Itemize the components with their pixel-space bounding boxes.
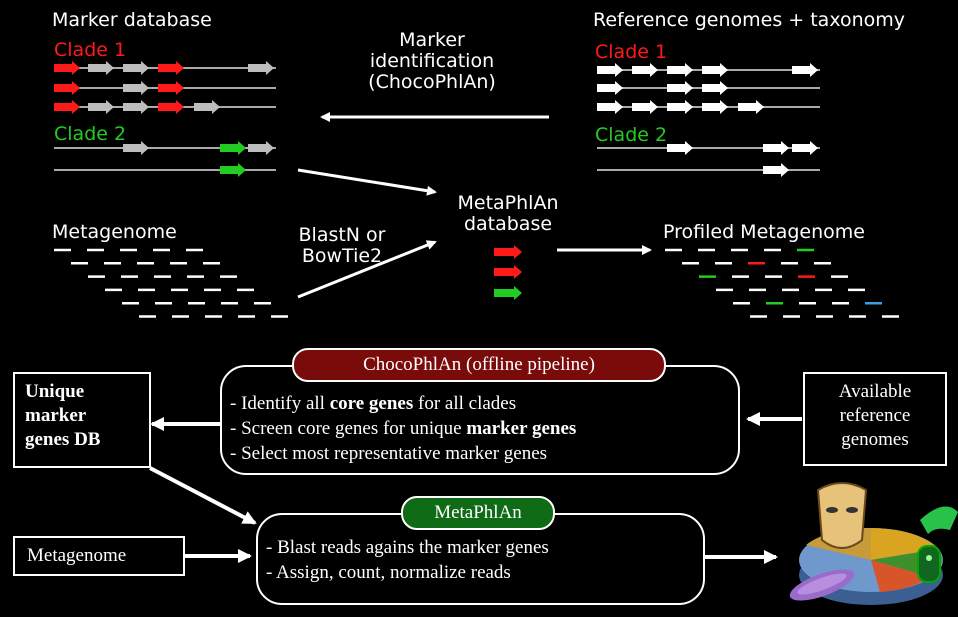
db-gene-green (494, 286, 522, 300)
marker-gene-gray (88, 61, 114, 75)
metaphlan-step-2: - Assign, count, normalize reads (266, 562, 511, 583)
choco-step-2: - Screen core genes for unique marker ge… (230, 418, 577, 439)
reference-gene (597, 63, 623, 77)
unique-marker-genes-box: Unique marker genes DB (13, 372, 151, 468)
marker-gene-gray (123, 100, 149, 114)
marker-gene-red (158, 81, 184, 95)
db-gene-red (494, 245, 522, 259)
reference-gene (597, 100, 623, 114)
reference-gene (763, 163, 789, 177)
arrow-markers-to-metaphlan-db (297, 168, 437, 196)
marker-gene-green (220, 163, 246, 177)
metaphlan-step-1: - Blast reads agains the marker genes (266, 537, 549, 558)
arrow-unique-to-metaphlan (149, 466, 257, 525)
marker-gene-red (54, 81, 80, 95)
reference-gene (667, 81, 693, 95)
reference-gene (632, 63, 658, 77)
available-box-line1: Available (838, 381, 912, 402)
marker-genes (54, 61, 274, 177)
clade1-label-left: Clade 1 (54, 39, 126, 61)
reference-gene (632, 100, 658, 114)
reference-gene (792, 63, 818, 77)
unique-box-line1: Unique (25, 381, 85, 402)
blast-label-line2: BowTie2 (302, 245, 382, 267)
metaphlan-db-line2: database (464, 213, 552, 235)
reference-gene (792, 141, 818, 155)
microbe-mask-icon (816, 482, 868, 549)
marker-gene-gray (88, 100, 114, 114)
clade2-label-right: Clade 2 (595, 124, 667, 146)
profiled-reads (665, 248, 899, 318)
marker-gene-gray (123, 141, 149, 155)
reference-gene (738, 100, 764, 114)
marker-gene-red (54, 61, 80, 75)
reference-gene (667, 100, 693, 114)
chocophlan-steps: - Identify all core genes for all clades… (230, 391, 576, 466)
metaphlan-title: MetaPhlAn (401, 496, 555, 530)
reference-gene (702, 63, 728, 77)
reference-gene (702, 100, 728, 114)
reference-genomes-title: Reference genomes + taxonomy (593, 9, 905, 31)
unique-box-line3: genes DB (25, 429, 101, 450)
reference-gene (667, 141, 693, 155)
workflow-top-graphic: Marker database Reference genomes + taxo… (52, 9, 905, 318)
choco-step-1: - Identify all core genes for all clades (230, 393, 517, 414)
marker-gene-red (54, 100, 80, 114)
available-box-line2: reference (839, 405, 911, 426)
marker-gene-gray (248, 61, 274, 75)
available-reference-box: Available reference genomes (803, 372, 947, 466)
reference-gene (702, 81, 728, 95)
marker-identification-line1: Marker (399, 29, 465, 51)
metagenome-box: Metagenome (13, 536, 185, 576)
reference-gene (597, 81, 623, 95)
marker-gene-gray (248, 141, 274, 155)
metagenome-title: Metagenome (52, 221, 177, 243)
reference-gene (667, 63, 693, 77)
marker-gene-red (158, 100, 184, 114)
reference-gene (763, 141, 789, 155)
db-gene-red (494, 265, 522, 279)
profile-pie-illustration (799, 527, 943, 605)
marker-gene-gray (123, 61, 149, 75)
marker-identification-line3: (ChocoPhlAn) (368, 71, 496, 93)
profiled-metagenome-title: Profiled Metagenome (663, 221, 865, 243)
chocophlan-title: ChocoPhlAn (offline pipeline) (292, 348, 666, 382)
marker-database-title: Marker database (52, 9, 212, 31)
available-box-line3: genomes (841, 429, 909, 450)
marker-gene-red (158, 61, 184, 75)
unique-box-line2: marker (25, 405, 87, 426)
marker-identification-line2: identification (370, 50, 494, 72)
marker-gene-green (220, 141, 246, 155)
arrow-reads-to-metaphlan-db (297, 240, 437, 299)
microbe-green-icon (917, 506, 958, 583)
reference-genes (597, 63, 818, 177)
marker-gene-gray (123, 81, 149, 95)
clade2-label-left: Clade 2 (54, 123, 126, 145)
clade1-label-right: Clade 1 (595, 41, 667, 63)
metaphlan-db-line1: MetaPhlAn (458, 192, 559, 214)
metaphlan-steps: - Blast reads agains the marker genes - … (266, 535, 549, 585)
metaphlan-db-genes (494, 245, 522, 300)
microbe-purple-icon (789, 569, 855, 601)
marker-genome-lines (54, 67, 276, 171)
choco-step-3: - Select most representative marker gene… (230, 443, 548, 464)
blast-label-line1: BlastN or (299, 224, 386, 246)
marker-gene-gray (194, 100, 220, 114)
metagenome-reads (54, 248, 288, 318)
